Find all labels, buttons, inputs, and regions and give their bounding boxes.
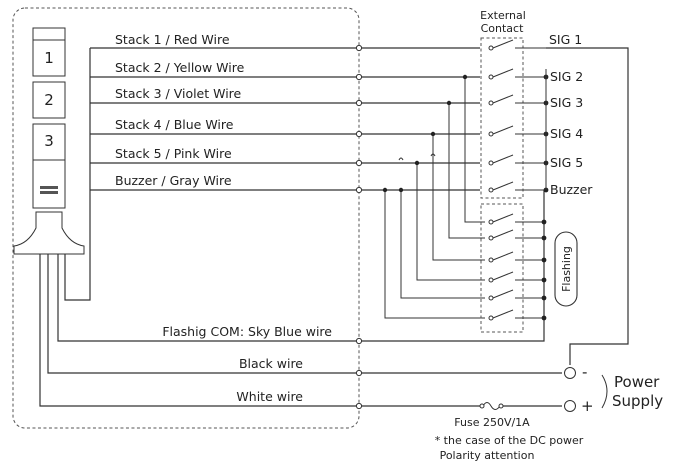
note-line-2: Polarity attention <box>440 449 535 462</box>
wire-label-buzzer: Buzzer / Gray Wire <box>115 173 232 188</box>
external-contact-label-2: Contact <box>481 22 524 35</box>
signal-label-5: SIG 5 <box>550 155 583 170</box>
tower-enclosure <box>12 7 360 429</box>
wire-label-white: White wire <box>236 389 303 404</box>
stack-2-label: 2 <box>44 91 54 109</box>
power-label-line-2: Supply <box>612 392 663 410</box>
wire-label-stack-5: Stack 5 / Pink Wire <box>115 146 232 161</box>
external-contact-label-1: External <box>480 9 526 22</box>
fuse-label: Fuse 250V/1A <box>454 416 530 429</box>
external-contact-box <box>480 37 524 199</box>
wire-label-stack-3: Stack 3 / Violet Wire <box>115 86 242 101</box>
fuse-symbol <box>482 402 501 410</box>
wire-label-stack-1: Stack 1 / Red Wire <box>115 32 230 47</box>
power-plus-sign: + <box>581 397 594 415</box>
power-minus-terminal <box>564 367 576 379</box>
wire-label-stack-4: Stack 4 / Blue Wire <box>115 117 234 132</box>
flashing-badge <box>554 231 578 307</box>
signal-label-3: SIG 3 <box>550 95 583 110</box>
wire-label-black: Black wire <box>239 356 303 371</box>
power-label-line-1: Power <box>614 373 660 391</box>
signal-label-2: SIG 2 <box>550 69 583 84</box>
wire-label-flashing-com: Flashig COM: Sky Blue wire <box>162 324 332 339</box>
flashing-switches <box>488 213 544 321</box>
flashing-contact-box <box>480 203 524 333</box>
note-line-1: * the case of the DC power <box>435 434 584 447</box>
stack-1-label: 1 <box>44 49 54 67</box>
wire-label-stack-2: Stack 2 / Yellow Wire <box>115 60 245 75</box>
signal-label-buzzer: Buzzer <box>550 182 593 197</box>
signal-label-4: SIG 4 <box>550 126 583 141</box>
signal-switches <box>488 39 546 193</box>
stack-3-label: 3 <box>44 132 54 150</box>
flashing-label: Flashing <box>560 246 573 292</box>
power-minus-sign: - <box>582 363 587 381</box>
power-plus-terminal <box>564 400 576 412</box>
signal-label-1: SIG 1 <box>549 32 582 47</box>
signal-tower <box>13 27 85 255</box>
